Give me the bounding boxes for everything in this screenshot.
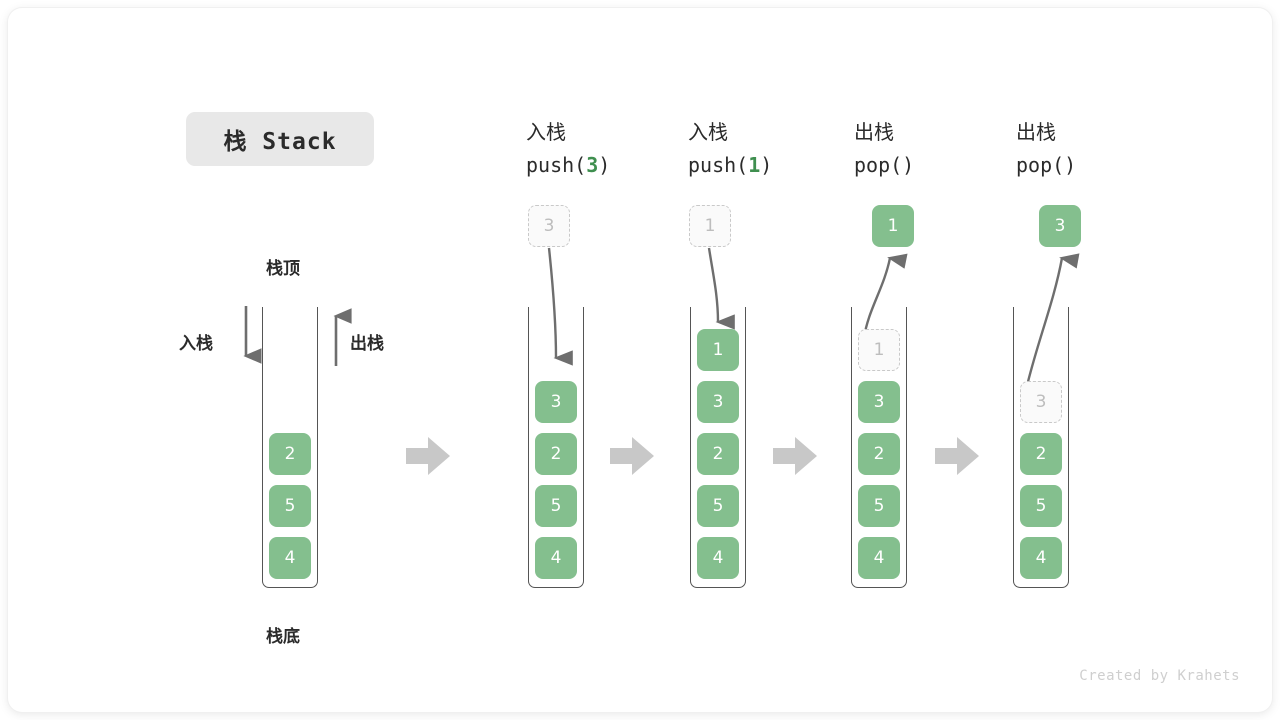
stack-cell: 2 [697,433,739,475]
pop-up-arrow-icon [333,308,352,366]
stack-cell: 2 [858,433,900,475]
title-text: 栈 Stack [223,129,337,155]
stack-cell: 2 [1020,433,1062,475]
flow-arrow-icon [406,437,450,475]
push-side-label: 入栈 [179,334,213,354]
stack-frame-push-3 [528,307,584,588]
stack-cell: 5 [1020,485,1062,527]
op-arg: 1 [748,153,761,177]
stack-cell: 3 [858,381,900,423]
stack-ghost-cell: 1 [858,329,900,371]
stack-frame-pop-3 [1013,307,1069,588]
op-code: pop() [1016,153,1077,177]
stack-cell: 4 [269,537,311,579]
push-down-arrow-icon [243,306,262,364]
floating-ghost-cell: 1 [689,205,731,247]
diagram-canvas: 栈 Stack 栈顶 入栈 出栈 2 5 4 栈底 [8,8,1272,712]
op-code: push(1) [688,153,773,177]
stack-frame-pop-1 [851,307,907,588]
stack-frame-push-1 [690,307,746,588]
op-title: 出栈 [854,120,894,144]
stack-cell: 4 [1020,537,1062,579]
stack-top-label: 栈顶 [266,259,300,279]
stack-cell: 2 [535,433,577,475]
op-code: push(3) [526,153,611,177]
stack-cell: 3 [535,381,577,423]
flow-arrow-icon [935,437,979,475]
stack-cell: 4 [858,537,900,579]
title-badge: 栈 Stack [186,112,374,166]
stack-cell: 4 [697,537,739,579]
stack-frame-initial [262,307,318,588]
op-code: pop() [854,153,915,177]
op-title: 出栈 [1016,120,1056,144]
push-curve-arrow-icon [707,247,735,330]
stack-cell: 5 [535,485,577,527]
op-arg: 3 [586,153,599,177]
stack-cell: 5 [697,485,739,527]
op-title: 入栈 [688,120,728,144]
stack-cell: 3 [697,381,739,423]
push-curve-arrow-icon [547,247,573,366]
stack-cell: 2 [269,433,311,475]
stack-ghost-cell: 3 [1020,381,1062,423]
op-title: 入栈 [526,120,566,144]
stack-cell: 5 [858,485,900,527]
stack-cell: 5 [269,485,311,527]
flow-arrow-icon [773,437,817,475]
popped-value-cell: 1 [872,205,914,247]
stack-cell: 4 [535,537,577,579]
pop-side-label: 出栈 [350,334,384,354]
popped-value-cell: 3 [1039,205,1081,247]
stack-bottom-label: 栈底 [266,627,300,647]
stack-cell: 1 [697,329,739,371]
floating-ghost-cell: 3 [528,205,570,247]
pop-curve-arrow-icon [1024,253,1080,391]
flow-arrow-icon [610,437,654,475]
footer-credit: Created by Krahets [1079,668,1240,684]
